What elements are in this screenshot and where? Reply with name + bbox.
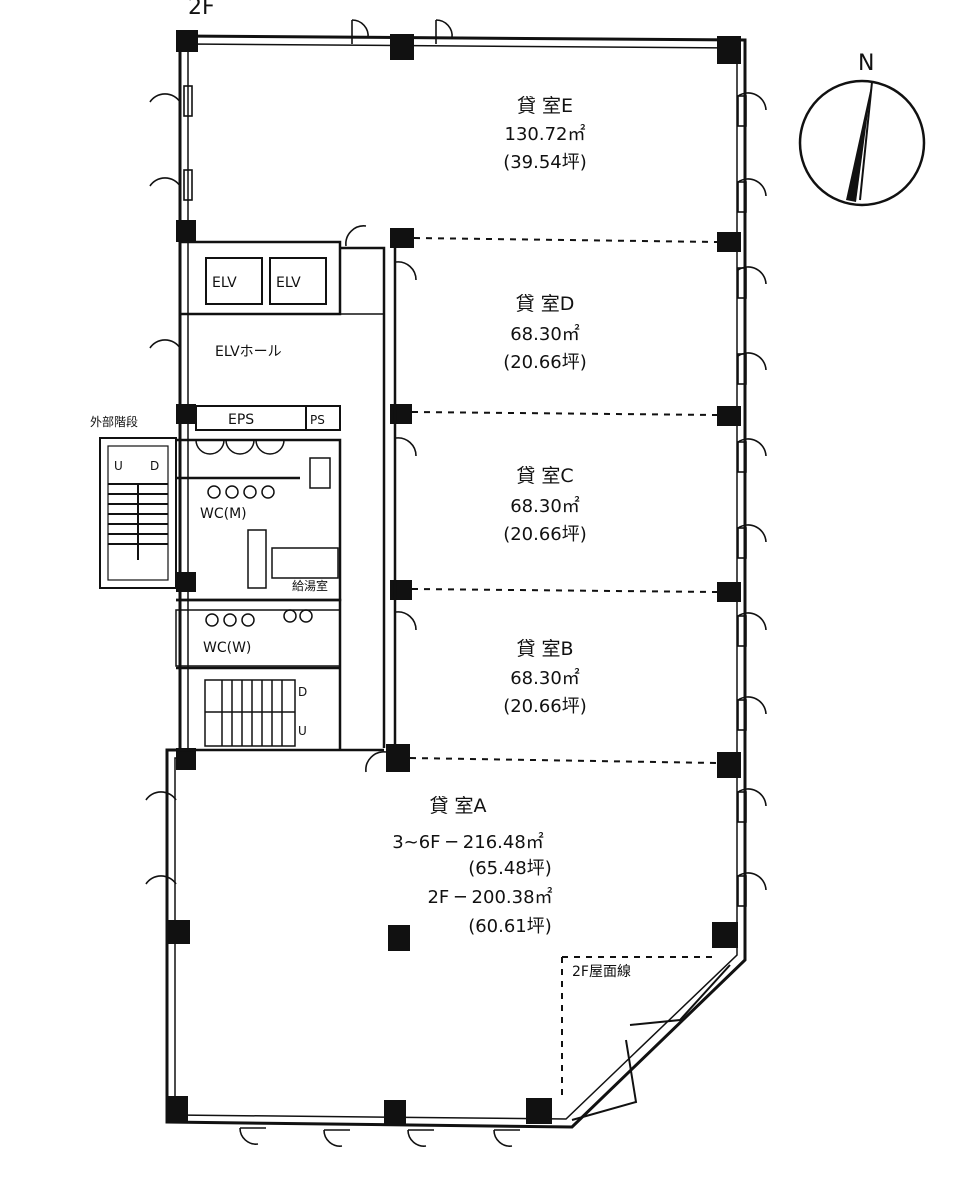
svg-text:(20.66坪): (20.66坪): [503, 352, 587, 373]
ext-stair-d-label: D: [150, 459, 159, 473]
wc-fixtures: [195, 439, 331, 627]
elv-1-label: ELV: [212, 275, 237, 291]
angled-corner-wall: [571, 964, 731, 1121]
room-e-label: 貸 室E 130.72㎡ (39.54坪): [503, 95, 587, 173]
svg-text:貸 室E: 貸 室E: [517, 95, 573, 117]
roof-line-label: 2F屋面線: [572, 964, 631, 980]
outer-walls: [165, 34, 747, 1129]
svg-text:130.72㎡: 130.72㎡: [505, 123, 586, 145]
internal-stair: [205, 680, 295, 746]
svg-text:(20.66坪): (20.66坪): [503, 696, 587, 717]
svg-text:3~6F ─ 216.48㎡: 3~6F ─ 216.48㎡: [392, 831, 544, 853]
wc-w-label: WC(W): [203, 640, 251, 656]
svg-text:(20.66坪): (20.66坪): [503, 524, 587, 545]
columns: [166, 30, 741, 1124]
room-a-label: 貸 室A 3~6F ─ 216.48㎡ (65.48坪) 2F ─ 200.38…: [392, 795, 552, 937]
compass: N: [798, 51, 926, 207]
compass-north-label: N: [858, 51, 874, 76]
int-stair-u-label: U: [298, 724, 307, 738]
external-stair: [99, 437, 177, 589]
svg-text:貸 室D: 貸 室D: [516, 293, 575, 315]
svg-text:貸 室B: 貸 室B: [516, 638, 573, 660]
core-walls: [175, 240, 384, 750]
svg-text:(39.54坪): (39.54坪): [503, 152, 587, 173]
svg-text:2F ─ 200.38㎡: 2F ─ 200.38㎡: [427, 886, 552, 908]
svg-text:68.30㎡: 68.30㎡: [510, 323, 580, 345]
elv-2-label: ELV: [276, 275, 301, 291]
room-d-label: 貸 室D 68.30㎡ (20.66坪): [503, 293, 587, 373]
svg-text:貸 室C: 貸 室C: [516, 465, 573, 487]
svg-text:68.30㎡: 68.30㎡: [510, 667, 580, 689]
kyutoshitsu-label: 給湯室: [292, 578, 328, 593]
svg-text:貸 室A: 貸 室A: [429, 795, 486, 817]
ext-stair-u-label: U: [114, 459, 123, 473]
eps-label: EPS: [228, 412, 254, 428]
svg-text:(60.61坪): (60.61坪): [468, 916, 552, 937]
svg-text:68.30㎡: 68.30㎡: [510, 495, 580, 517]
wc-m-label: WC(M): [200, 506, 247, 522]
window-swings: [145, 19, 767, 1147]
elv-hall-label: ELVホール: [215, 344, 282, 360]
corridor-walls: [176, 246, 397, 752]
ps-label: PS: [310, 413, 325, 427]
room-c-label: 貸 室C 68.30㎡ (20.66坪): [503, 465, 587, 545]
partition-lines: [409, 237, 718, 1100]
int-stair-d-label: D: [298, 685, 307, 699]
room-b-label: 貸 室B 68.30㎡ (20.66坪): [503, 638, 587, 717]
svg-text:(65.48坪): (65.48坪): [468, 858, 552, 879]
red-annotation: 2F: [188, 0, 215, 20]
core-labels: ELV ELV ELVホール EPS PS WC(M) WC(W) 給湯室 外部…: [90, 275, 631, 980]
ext-stair-label: 外部階段: [90, 414, 138, 429]
